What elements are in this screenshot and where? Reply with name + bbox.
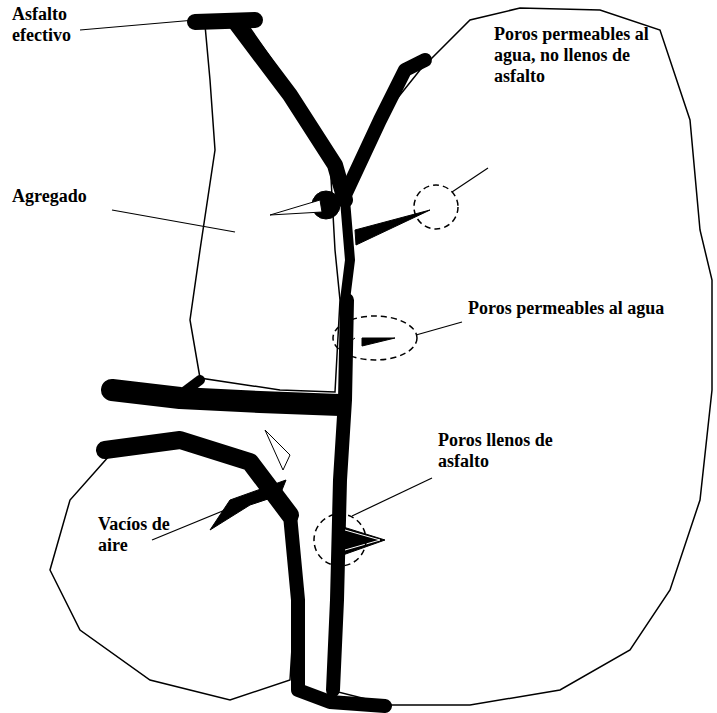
callout-label: Poros permeables al agua [468,298,668,319]
callout-rings [314,185,458,566]
leader-lines [80,20,488,540]
aggregate-upper-left [190,25,340,392]
aggregates [50,8,712,705]
pores [210,191,430,556]
asphalt-binder [105,20,425,706]
aggregate-right [330,8,712,705]
callout-label: Agregado [12,186,122,207]
callout-label: Vacíos de aire [98,514,173,556]
callout-label: Poros llenos de asfalto [438,430,598,472]
callout-label: Asfalto efectivo [12,4,87,46]
callout-label: Poros permeables al agua, no llenos de a… [494,24,679,87]
